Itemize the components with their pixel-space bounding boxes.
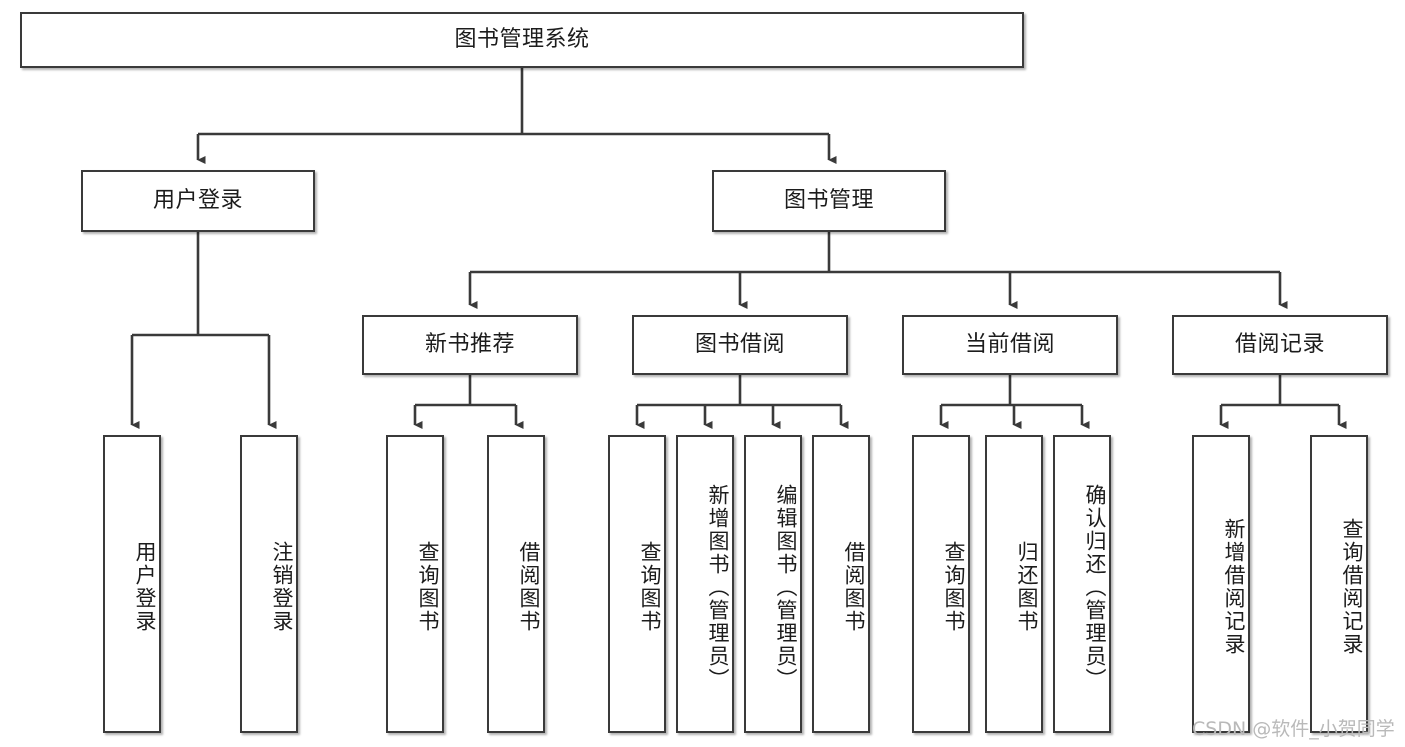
node-leaf-add-book[interactable]: 新增图书（管理员） — [676, 435, 734, 733]
node-borrow-record[interactable]: 借阅记录 — [1172, 315, 1388, 375]
node-leaf-query-book-current[interactable]: 查询图书 — [912, 435, 970, 733]
csdn-watermark: CSDN @软件_小贺同学 — [1192, 718, 1395, 740]
node-leaf-query-borrow-record-label: 查询借阅记录 — [1340, 518, 1364, 656]
node-leaf-user-login[interactable]: 用户登录 — [103, 435, 161, 733]
node-leaf-logout-login-label: 注销登录 — [270, 541, 294, 633]
node-leaf-return-book-label: 归还图书 — [1015, 541, 1039, 633]
node-new-book-recommend[interactable]: 新书推荐 — [362, 315, 578, 375]
node-leaf-edit-book[interactable]: 编辑图书（管理员） — [744, 435, 802, 733]
node-user-login[interactable]: 用户登录 — [81, 170, 315, 232]
node-leaf-query-book-recommend-label: 查询图书 — [416, 541, 440, 633]
node-leaf-borrow-book-recommend-label: 借阅图书 — [517, 541, 541, 633]
node-leaf-add-borrow-record[interactable]: 新增借阅记录 — [1192, 435, 1250, 733]
node-leaf-borrow-book[interactable]: 借阅图书 — [812, 435, 870, 733]
node-book-management-label: 图书管理 — [783, 187, 874, 213]
node-book-management[interactable]: 图书管理 — [712, 170, 946, 232]
node-leaf-query-book-recommend[interactable]: 查询图书 — [386, 435, 444, 733]
node-leaf-return-book[interactable]: 归还图书 — [985, 435, 1043, 733]
node-new-book-recommend-label: 新书推荐 — [424, 331, 515, 357]
node-leaf-logout-login[interactable]: 注销登录 — [240, 435, 298, 733]
node-leaf-query-borrow-record[interactable]: 查询借阅记录 — [1310, 435, 1368, 733]
node-leaf-add-book-label: 新增图书（管理员） — [706, 483, 730, 691]
node-leaf-query-book-current-label: 查询图书 — [942, 541, 966, 633]
node-root[interactable]: 图书管理系统 — [20, 12, 1024, 68]
node-leaf-borrow-book-recommend[interactable]: 借阅图书 — [487, 435, 545, 733]
node-leaf-borrow-book-label: 借阅图书 — [842, 541, 866, 633]
node-current-borrow-label: 当前借阅 — [964, 331, 1055, 357]
node-leaf-edit-book-label: 编辑图书（管理员） — [774, 483, 798, 691]
node-leaf-query-book-borrow-label: 查询图书 — [638, 541, 662, 633]
node-leaf-add-borrow-record-label: 新增借阅记录 — [1222, 518, 1246, 656]
node-leaf-confirm-return[interactable]: 确认归还（管理员） — [1053, 435, 1111, 733]
node-book-borrow[interactable]: 图书借阅 — [632, 315, 848, 375]
node-leaf-user-login-label: 用户登录 — [133, 541, 157, 633]
node-root-label: 图书管理系统 — [454, 26, 590, 52]
node-borrow-record-label: 借阅记录 — [1234, 331, 1325, 357]
node-current-borrow[interactable]: 当前借阅 — [902, 315, 1118, 375]
node-book-borrow-label: 图书借阅 — [694, 331, 785, 357]
node-leaf-confirm-return-label: 确认归还（管理员） — [1083, 483, 1107, 691]
node-user-login-label: 用户登录 — [152, 187, 243, 213]
node-leaf-query-book-borrow[interactable]: 查询图书 — [608, 435, 666, 733]
